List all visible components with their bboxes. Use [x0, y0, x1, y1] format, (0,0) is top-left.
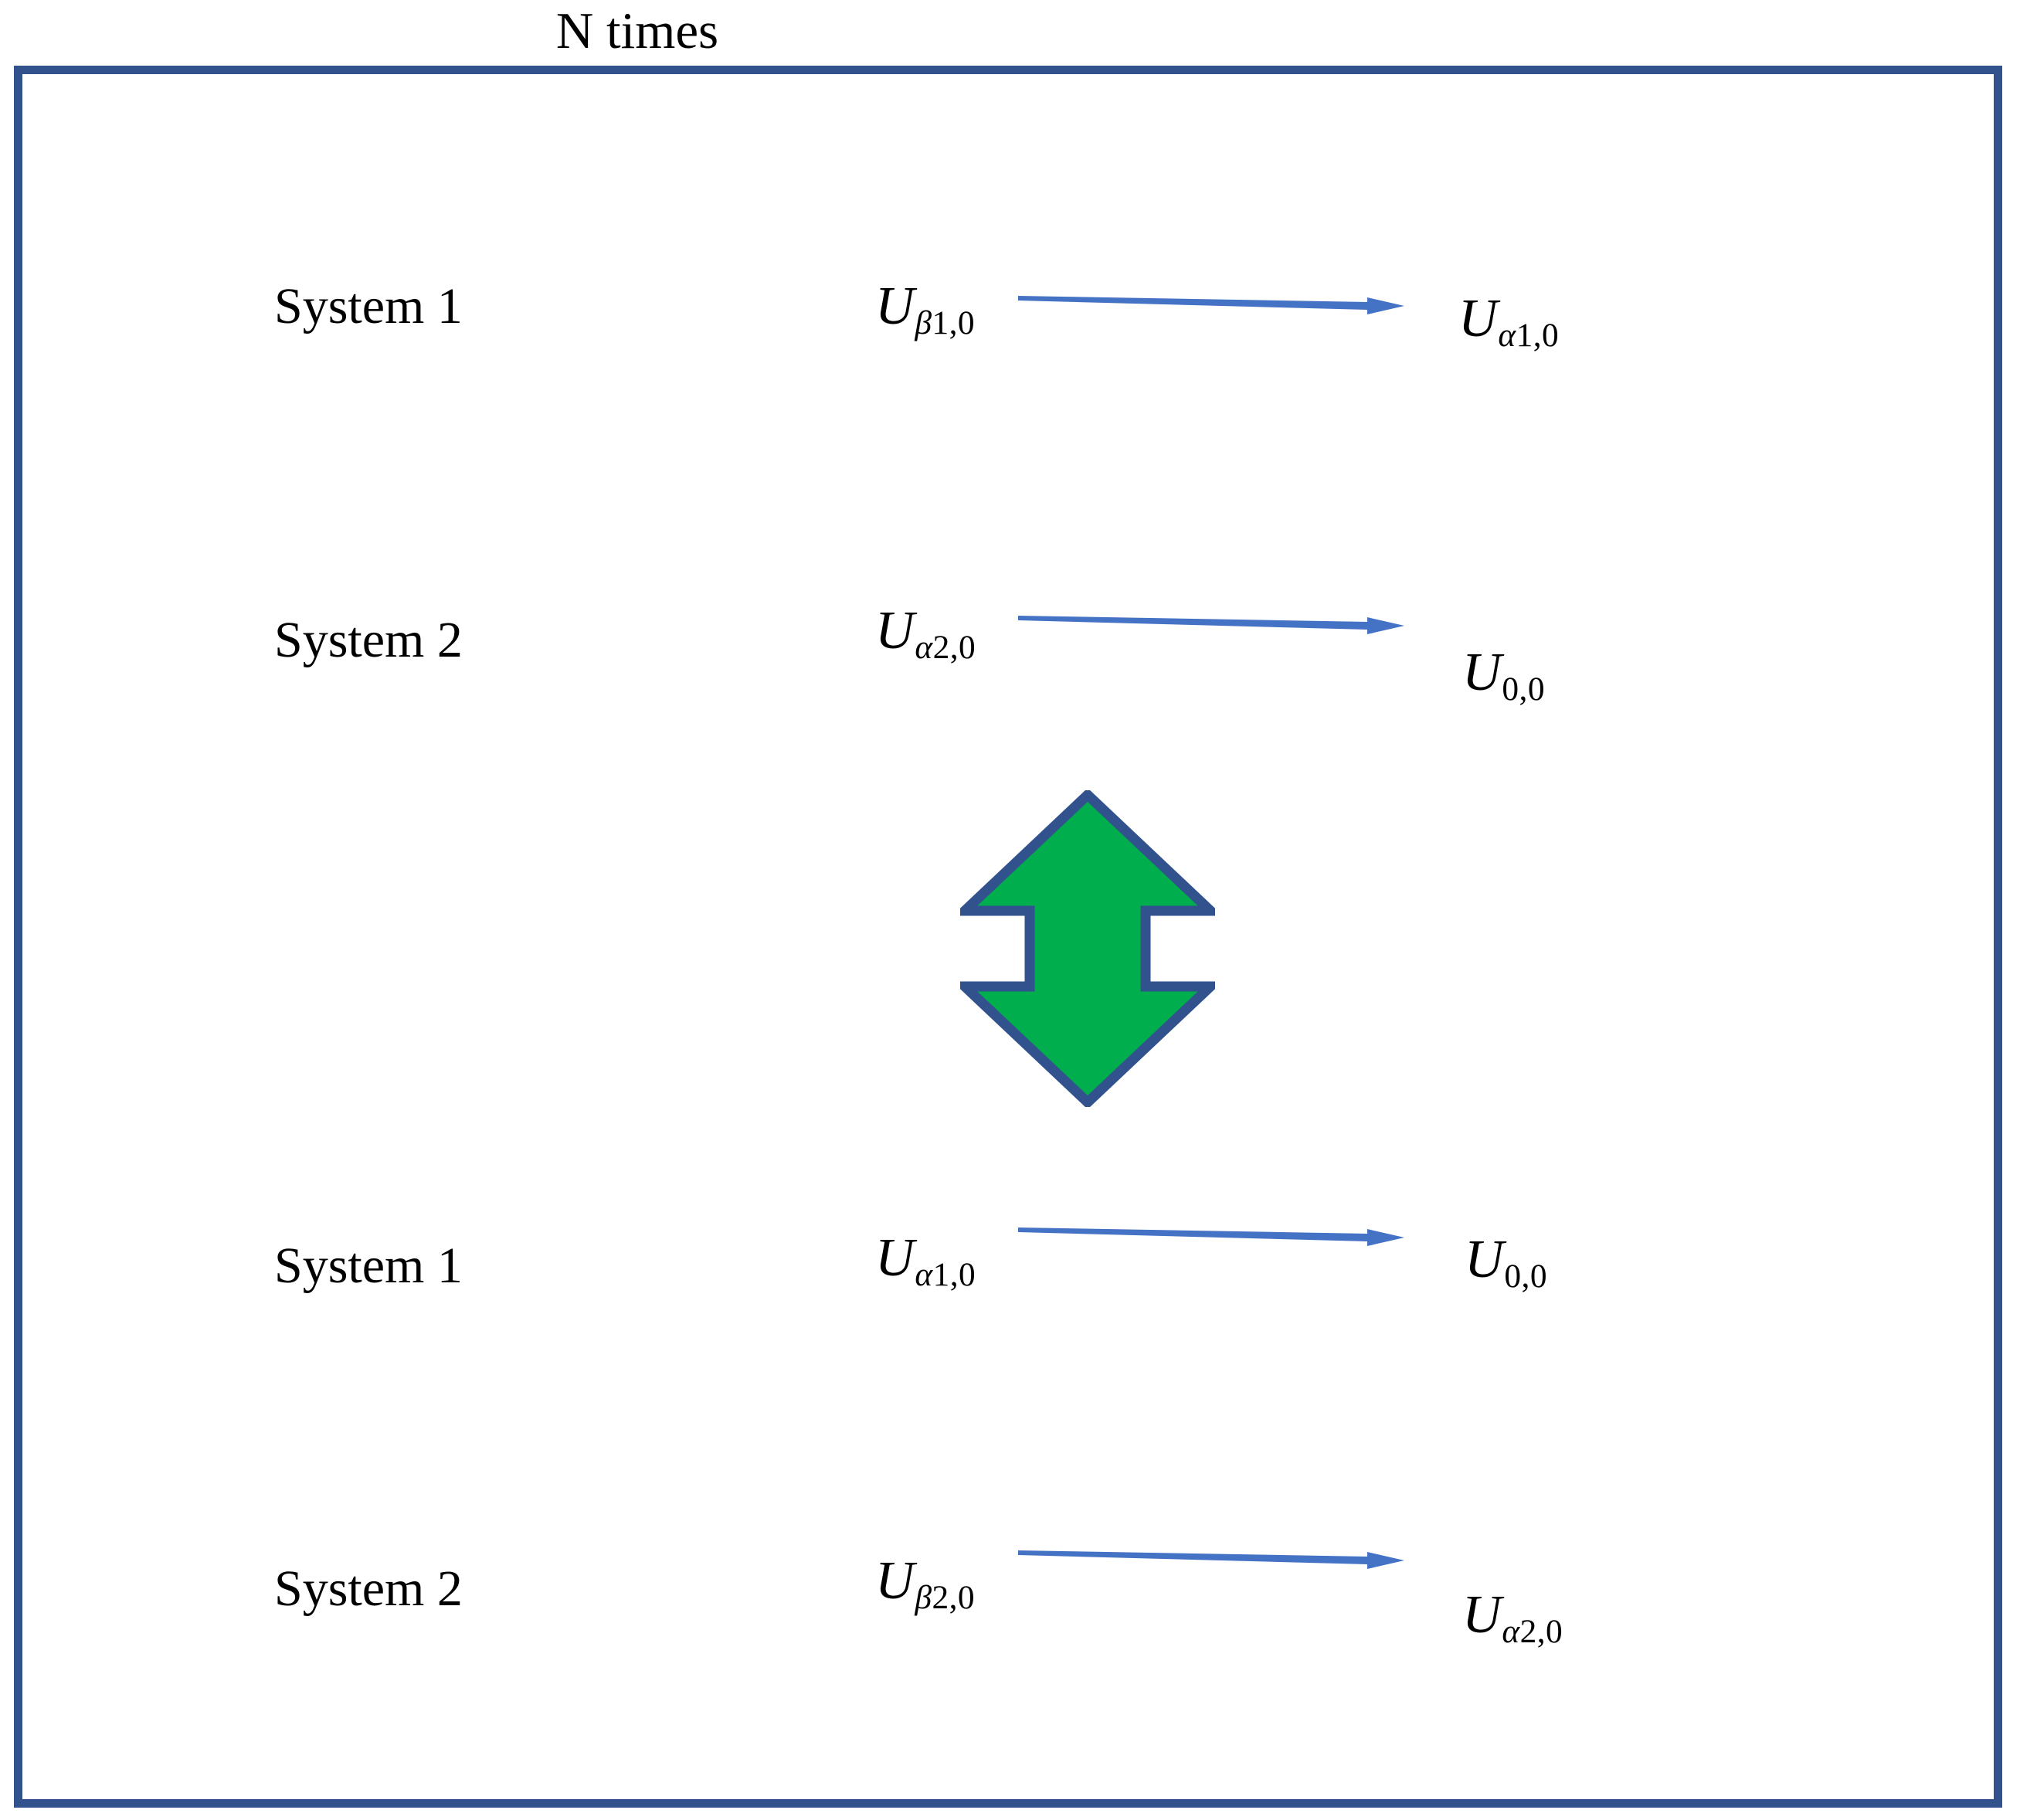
diagram-row-3: System 1 Uα1,0 U0,0	[0, 1214, 2020, 1338]
row-3-target-sub-index: 0,0	[1504, 1258, 1547, 1295]
row-1-target-sub-greek: α	[1498, 317, 1516, 355]
row-3-source-expression: Uα1,0	[875, 1228, 976, 1295]
system-label-3: System 1	[274, 1238, 463, 1294]
row-1-target-base: U	[1458, 289, 1498, 348]
row-3-source-sub-greek: α	[915, 1256, 933, 1294]
system-label-1: System 1	[274, 278, 463, 334]
row-2-source-sub-index: 2,0	[932, 629, 976, 667]
row-4-source-expression: Uβ2,0	[875, 1551, 976, 1618]
diagram-frame	[14, 66, 2002, 1808]
row-1-arrow	[1018, 283, 1420, 329]
row-2-source-sub-greek: α	[915, 629, 933, 667]
row-2-source-base: U	[875, 601, 915, 660]
row-1-source-sub-greek: β	[915, 304, 932, 342]
row-3-target-base: U	[1465, 1230, 1504, 1289]
row-1-source-base: U	[875, 277, 915, 336]
system-label-2: System 2	[274, 612, 463, 668]
row-1-source-sub-index: 1,0	[932, 304, 976, 342]
row-4-target-expression: Uα2,0	[1462, 1585, 1563, 1652]
row-3-source-base: U	[875, 1228, 915, 1288]
row-4-source-sub-greek: β	[915, 1579, 932, 1617]
row-2-source-expression: Uα2,0	[875, 601, 976, 667]
row-2-arrow	[1018, 603, 1420, 649]
row-1-target-sub-index: 1,0	[1516, 317, 1560, 355]
row-4-source-base: U	[875, 1551, 915, 1611]
row-3-source-sub-index: 1,0	[932, 1256, 976, 1294]
row-4-target-sub-index: 2,0	[1519, 1613, 1563, 1651]
row-2-target-sub-index: 0,0	[1502, 671, 1545, 708]
diagram-row-2: System 2 Uα2,0 U0,0	[0, 596, 2020, 720]
page-title: N times	[555, 2, 719, 59]
row-1-source-expression: Uβ1,0	[875, 277, 976, 343]
row-3-arrow	[1018, 1214, 1420, 1261]
system-label-4: System 2	[274, 1560, 463, 1617]
row-3-target-expression: U0,0	[1465, 1230, 1547, 1296]
row-1-target-expression: Uα1,0	[1458, 289, 1560, 355]
row-4-target-base: U	[1462, 1585, 1502, 1645]
row-4-target-sub-greek: α	[1502, 1613, 1520, 1651]
row-2-target-base: U	[1462, 643, 1502, 702]
row-4-arrow	[1018, 1537, 1420, 1584]
row-2-target-expression: U0,0	[1462, 643, 1545, 709]
row-4-source-sub-index: 2,0	[932, 1579, 976, 1617]
up-down-double-arrow-icon	[960, 790, 1215, 1107]
diagram-row-4: System 2 Uβ2,0 Uα2,0	[0, 1530, 2020, 1653]
diagram-row-1: System 1 Uβ1,0 Uα1,0	[0, 272, 2020, 396]
